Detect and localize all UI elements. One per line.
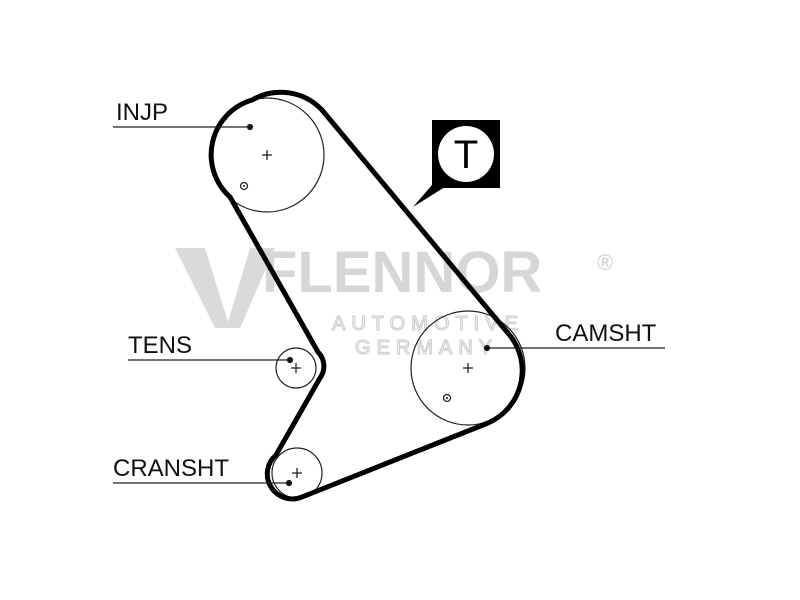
tension-badge: T bbox=[413, 120, 500, 207]
watermark-line1: AUTOMOTIVE bbox=[332, 313, 524, 335]
leader-lines bbox=[113, 123, 665, 487]
label-tens: TENS bbox=[128, 332, 192, 359]
camshaft-pulley bbox=[410, 310, 526, 426]
watermark-brand: FLENNOR bbox=[262, 240, 542, 305]
label-injp: INJP bbox=[116, 99, 168, 126]
label-camshaft: CAMSHT bbox=[555, 320, 657, 347]
label-cranshaft: CRANSHT bbox=[113, 455, 229, 482]
timing-belt bbox=[208, 89, 525, 502]
tensioner-pulley bbox=[275, 347, 317, 389]
watermark-registered: ® bbox=[597, 250, 613, 275]
center-marks bbox=[262, 150, 473, 478]
tension-badge-letter: T bbox=[454, 133, 478, 177]
watermark-logo: FLENNOR ® AUTOMOTIVE GERMANY bbox=[175, 240, 613, 360]
watermark-w-mark bbox=[175, 248, 275, 328]
injp-timing-mark-icon bbox=[239, 181, 249, 191]
camshaft-timing-mark-icon bbox=[442, 393, 452, 403]
watermark-line2: GERMANY bbox=[355, 337, 498, 359]
